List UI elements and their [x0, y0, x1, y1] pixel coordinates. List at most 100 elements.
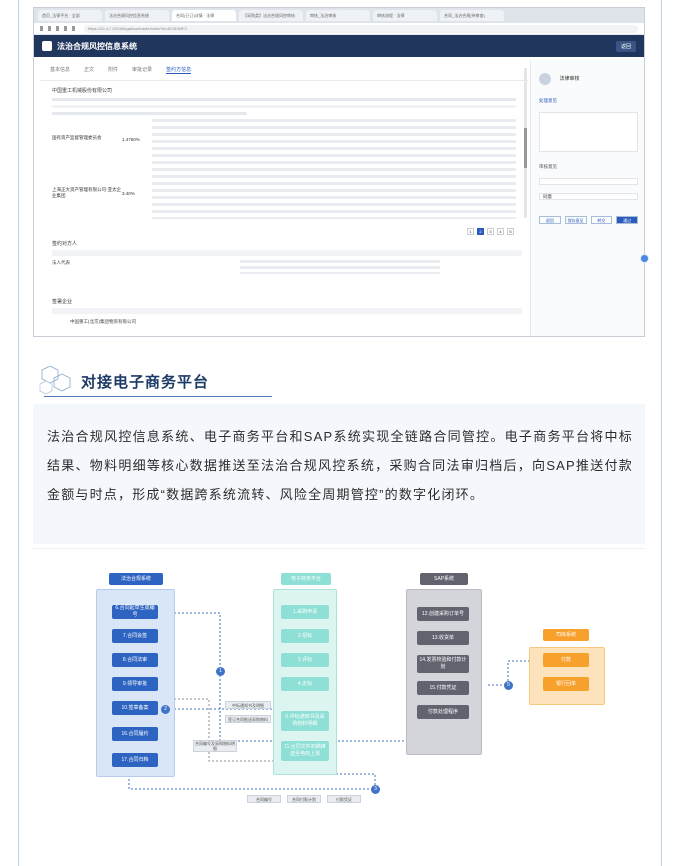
transfer-button[interactable]: 转交	[590, 216, 613, 224]
flow-step: 13.收货单	[417, 631, 469, 645]
url-input[interactable]: https://10.4.7.201/#/legal/contract/revi…	[84, 24, 638, 33]
hexagon-decor-icon	[39, 366, 71, 395]
column-treasury	[529, 647, 605, 705]
table-row: 国有资产监督管理委员会 1.4760%	[52, 119, 516, 171]
side-buttons: 退回 保存意见 转交 通过	[539, 216, 638, 224]
flow-step: 15.付款凭证	[417, 681, 469, 695]
section-title: 对接电子商务平台	[81, 374, 210, 391]
flow-step: 付款处理程序	[417, 705, 469, 719]
row-detail-text	[152, 175, 516, 219]
flow-step: 8.合同法审	[112, 653, 158, 667]
flow-step: 4.定标	[281, 677, 329, 691]
step-marker: 5	[504, 681, 513, 690]
flow-step: 7.合同会签	[112, 629, 158, 643]
browser-tab[interactable]: 首页_法律平台 · 全部	[38, 10, 102, 21]
row-percent: 1.4760%	[122, 137, 140, 142]
approve-button[interactable]: 通过	[616, 216, 638, 224]
review-side-panel: 法律审核 处理意见 审核意见 同意 退回 保存意见 转交 通过	[530, 60, 644, 336]
flow-step: 12.创建采购订单号	[417, 607, 469, 621]
flow-step: 5.中标通知书及采购物料明细	[281, 711, 329, 731]
row-entity: 上海正大资产管理有限公司·亚太企业集团	[52, 187, 121, 198]
flow-step: 银行回单	[543, 677, 589, 691]
flow-step: 9.领导审批	[112, 677, 158, 691]
floating-help-icon[interactable]	[640, 254, 649, 263]
flow-note: 合同编号及采购物料明细	[193, 740, 237, 752]
browser-tab[interactable]: 审核_法治审核	[306, 10, 370, 21]
opinion-textarea[interactable]	[539, 112, 638, 152]
detail-tabs: 基本信息 正文 附件 审批记录 签约方信息	[40, 60, 528, 81]
sign-row: 中国重工(北京)集团物资有限公司	[70, 319, 136, 324]
row-detail-text	[152, 119, 516, 171]
page-button[interactable]: 3	[487, 228, 494, 235]
tab-attachment[interactable]: 附件	[108, 67, 119, 73]
flow-step: 11.合同文件初稿推送至电商上报	[281, 741, 329, 761]
browser-tab-bar: 首页_法律平台 · 全部 法治合规风控信息系统 合同(已订)详情 · 法律 【采…	[34, 8, 644, 23]
section-partner: 签约对方人	[52, 241, 78, 247]
browser-tab[interactable]: 合同_法治合规(待审查)	[440, 10, 504, 21]
app-title: 法治合规风控信息系统	[57, 41, 137, 51]
decision-select[interactable]: 同意	[539, 193, 638, 200]
section-heading: 对接电子商务平台	[36, 366, 272, 398]
tab-approval[interactable]: 审批记录	[132, 67, 153, 73]
partner-row: 法人代表	[52, 260, 70, 265]
detail-pane: 基本信息 正文 附件 审批记录 签约方信息 中国重工机械股份有限公司 国有资产监…	[40, 60, 528, 336]
column-legal-title: 法治合规系统	[109, 573, 163, 585]
page-button-active[interactable]: 2	[477, 228, 484, 235]
side-field-label: 审核意见	[539, 164, 557, 169]
return-button[interactable]: 退回	[539, 216, 561, 224]
flow-note: 合同编号	[247, 795, 281, 803]
scrollbar[interactable]	[524, 68, 527, 218]
flow-step: 17.合同归档	[112, 753, 158, 767]
column-treasury-title: 司库系统	[543, 629, 589, 641]
row-percent: 3.40%	[122, 191, 135, 196]
partner-header	[52, 250, 522, 256]
header-back-button[interactable]: 返回	[615, 40, 636, 52]
page-button[interactable]: 5	[507, 228, 514, 235]
reviewer-name: 法律审核	[559, 76, 580, 83]
app-logo-icon	[42, 41, 52, 51]
browser-tab[interactable]: 【采购类】法治合规风控审核	[239, 10, 303, 21]
page-button[interactable]: 4	[497, 228, 504, 235]
company-line: 中国重工机械股份有限公司	[52, 88, 113, 94]
browser-tab-active[interactable]: 合同(已订)详情 · 法律	[172, 10, 236, 21]
app-header: 法治合规风控信息系统 返回	[34, 35, 644, 57]
frame-right-border	[661, 0, 662, 866]
tab-signatory[interactable]: 签约方信息	[166, 67, 192, 74]
partner-detail	[240, 260, 440, 274]
flow-note: 签订合同推送采购物料	[225, 715, 271, 723]
flow-step: 10.签章备案	[112, 701, 158, 715]
page-button[interactable]: 1	[467, 228, 474, 235]
flow-diagram: 法治合规系统 6.合同起草生成编号 7.合同会签 8.合同法审 9.领导审批 1…	[33, 548, 645, 838]
description-text: 法治合规风控信息系统、电子商务平台和SAP系统实现全链路合同管控。电子商务平台将…	[47, 429, 633, 502]
filter-row	[52, 112, 248, 115]
system-screenshot: 首页_法律平台 · 全部 法治合规风控信息系统 合同(已订)详情 · 法律 【采…	[33, 7, 645, 337]
side-label: 处理意见	[539, 98, 557, 103]
flow-note: 付款凭证	[327, 795, 361, 803]
description-box: 法治合规风控信息系统、电子商务平台和SAP系统实现全链路合同管控。电子商务平台将…	[33, 404, 645, 544]
step-marker: 2	[161, 705, 170, 714]
flow-step: 14.发票校验和付款计划	[417, 655, 469, 673]
step-marker: 3	[371, 785, 380, 794]
step-marker: 1	[216, 667, 225, 676]
save-opinion-button[interactable]: 保存意见	[564, 216, 587, 224]
browser-tab[interactable]: 审核流程 · 法律	[373, 10, 437, 21]
flow-step: 16.合同履约	[112, 727, 158, 741]
address-bar: https://10.4.7.201/#/legal/contract/revi…	[34, 23, 644, 35]
sign-header	[52, 308, 522, 314]
flow-step: 3.评标	[281, 653, 329, 667]
tab-body[interactable]: 正文	[84, 67, 95, 73]
tab-basic[interactable]: 基本信息	[50, 67, 71, 73]
filter-row	[52, 105, 516, 108]
column-ecommerce-title: 电子商务平台	[281, 573, 331, 585]
browser-tab[interactable]: 法治合规风控信息系统	[105, 10, 169, 21]
flow-note: 中标通知书及明细	[225, 701, 271, 709]
avatar	[539, 72, 551, 85]
table-row: 上海正大资产管理有限公司·亚太企业集团 3.40%	[52, 175, 516, 219]
nav-buttons-icon[interactable]	[40, 26, 80, 31]
opinion-input[interactable]	[539, 178, 638, 185]
pagination: 1 2 3 4 5	[467, 228, 514, 235]
flow-step: 6.合同起草生成编号	[112, 605, 158, 619]
flow-step: 付款	[543, 653, 589, 667]
section-underline	[44, 396, 272, 397]
filter-row	[52, 98, 516, 101]
